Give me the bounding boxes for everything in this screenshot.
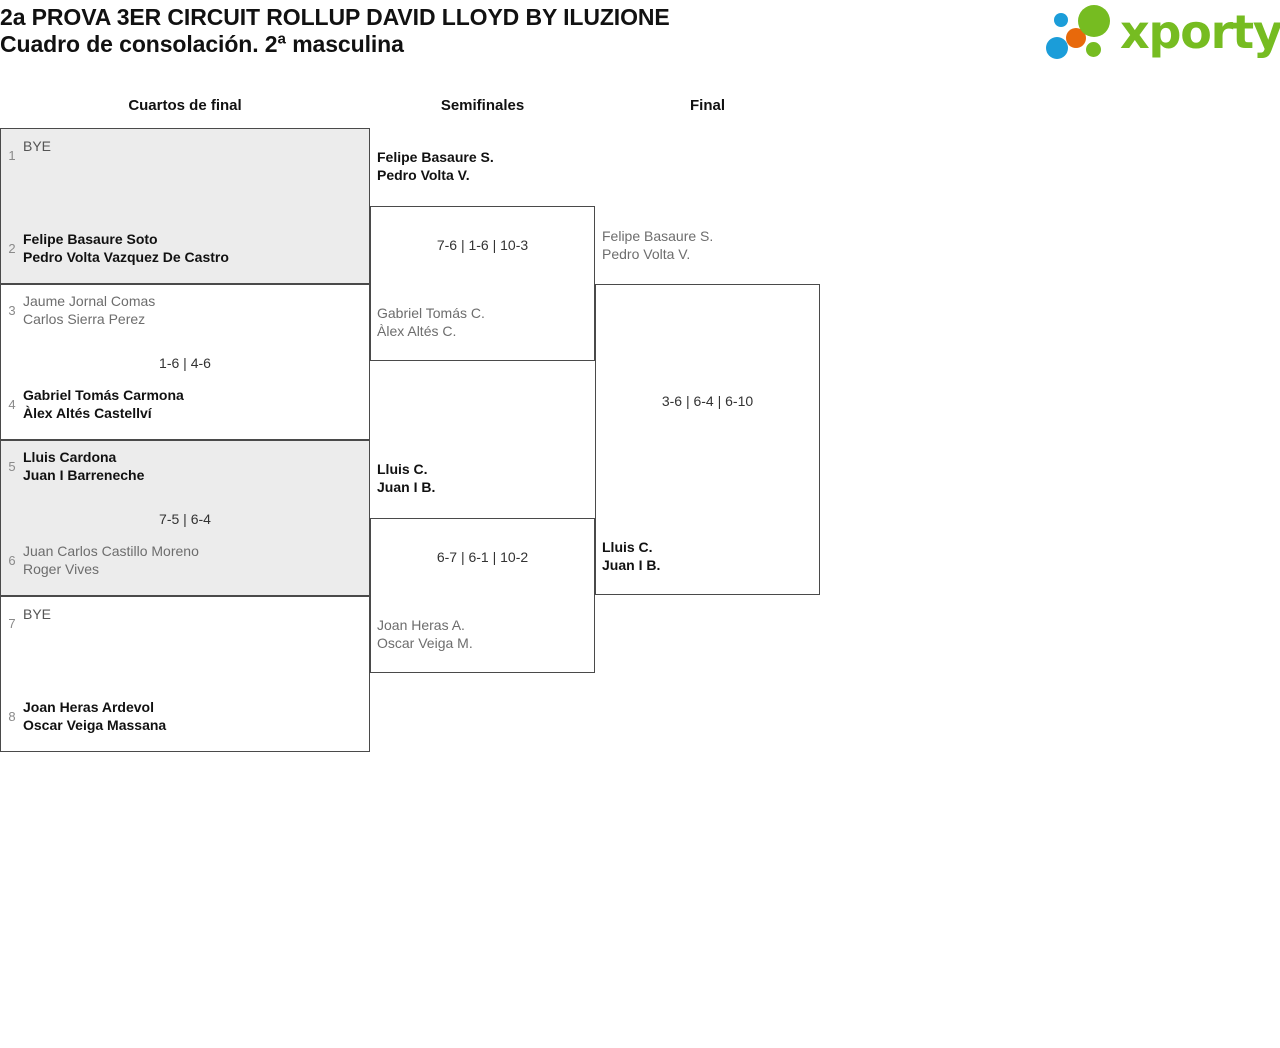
logo-dot-green-small xyxy=(1086,42,1101,57)
team-names: Lluis Cardona Juan I Barreneche xyxy=(23,448,144,484)
round-header-quarterfinals: Cuartos de final xyxy=(128,97,242,114)
team-player-1: Jaume Jornal Comas xyxy=(23,293,156,309)
team-names: Gabriel Tomás Carmona Àlex Altés Castell… xyxy=(23,386,184,422)
team-player-2: Pedro Volta Vazquez De Castro xyxy=(23,249,229,265)
logo-dot-orange xyxy=(1066,28,1086,48)
match-score: 7-5 | 6-4 xyxy=(159,511,211,527)
team-player-2: Oscar Veiga Massana xyxy=(23,717,167,733)
team-slot-seed-3[interactable]: 3 Jaume Jornal Comas Carlos Sierra Perez xyxy=(1,292,155,328)
team-slot-seed-6[interactable]: 6 Juan Carlos Castillo Moreno Roger Vive… xyxy=(1,542,199,578)
team-r2-2-bottom: Joan Heras A. Oscar Veiga M. xyxy=(377,616,473,652)
team-slot-seed-2[interactable]: 2 Felipe Basaure Soto Pedro Volta Vazque… xyxy=(1,230,229,266)
page-title: 2a PROVA 3ER CIRCUIT ROLLUP DAVID LLOYD … xyxy=(0,4,1000,58)
seed-number: 2 xyxy=(8,241,16,256)
match-score-r2-2: 6-7 | 6-1 | 10-2 xyxy=(436,549,529,565)
logo-dot-green-large xyxy=(1078,5,1110,37)
logo-dots-icon xyxy=(1046,4,1122,60)
team-player-2: Juan I B. xyxy=(377,479,436,495)
team-r2-1-top: Felipe Basaure S. Pedro Volta V. xyxy=(377,148,494,184)
seed-number: 3 xyxy=(8,303,16,318)
team-player-2: Oscar Veiga M. xyxy=(377,635,473,651)
bracket-subtitle: Cuadro de consolación. 2ª masculina xyxy=(0,31,404,57)
match-score-r3-1: 3-6 | 6-4 | 6-10 xyxy=(661,393,754,409)
team-r2-2-top: Lluis C. Juan I B. xyxy=(377,460,435,496)
team-slot-seed-7[interactable]: 7 BYE xyxy=(1,605,51,633)
seed-number: 1 xyxy=(8,148,16,163)
team-player-1: Felipe Basaure S. xyxy=(602,228,714,244)
logo-dot-blue-small xyxy=(1054,13,1068,27)
match-r1-1[interactable]: 1 BYE 2 Felipe Basaure Soto Pedro Volta … xyxy=(0,128,370,284)
match-r3-1[interactable] xyxy=(595,284,820,595)
team-player-1: Lluis C. xyxy=(602,539,653,555)
match-score: 1-6 | 4-6 xyxy=(159,355,211,371)
round-header-final: Final xyxy=(689,97,725,114)
team-player-1: BYE xyxy=(23,606,52,622)
team-player-1: Lluis Cardona xyxy=(23,449,117,465)
tournament-name: 2a PROVA 3ER CIRCUIT ROLLUP DAVID LLOYD … xyxy=(0,4,670,30)
team-names: BYE xyxy=(23,137,51,155)
team-player-2: Pedro Volta V. xyxy=(377,167,470,183)
team-player-1: Joan Heras Ardevol xyxy=(23,699,154,715)
team-names: BYE xyxy=(23,605,51,623)
team-player-2: Juan I B. xyxy=(602,557,661,573)
seed-number: 7 xyxy=(8,616,16,631)
team-r3-1-bottom: Lluis C. Juan I B. xyxy=(602,538,660,574)
xporty-logo[interactable]: xporty xyxy=(1046,4,1280,60)
round-header-semifinals: Semifinales xyxy=(440,97,525,114)
seed-number: 6 xyxy=(8,553,16,568)
team-player-1: BYE xyxy=(23,138,52,154)
match-r1-4[interactable]: 7 BYE 8 Joan Heras Ardevol Oscar Veiga M… xyxy=(0,596,370,752)
team-player-1: Joan Heras A. xyxy=(377,617,465,633)
team-slot-seed-4[interactable]: 4 Gabriel Tomás Carmona Àlex Altés Caste… xyxy=(1,386,184,422)
team-player-2: Carlos Sierra Perez xyxy=(23,311,146,327)
team-r2-1-bottom: Gabriel Tomás C. Àlex Altés C. xyxy=(377,304,485,340)
logo-dot-blue-large xyxy=(1046,37,1068,59)
team-player-1: Gabriel Tomás C. xyxy=(377,305,485,321)
team-player-2: Juan I Barreneche xyxy=(23,467,145,483)
team-r3-1-top: Felipe Basaure S. Pedro Volta V. xyxy=(602,227,713,263)
team-player-2: Àlex Altés Castellví xyxy=(23,405,152,421)
team-player-1: Felipe Basaure Soto xyxy=(23,231,158,247)
team-player-1: Juan Carlos Castillo Moreno xyxy=(23,543,199,559)
match-r2-1[interactable] xyxy=(370,206,595,361)
logo-wordmark: xporty xyxy=(1120,5,1280,59)
seed-number: 8 xyxy=(8,709,16,724)
team-player-2: Roger Vives xyxy=(23,561,100,577)
team-names: Jaume Jornal Comas Carlos Sierra Perez xyxy=(23,292,155,328)
team-player-2: Àlex Altés C. xyxy=(377,323,457,339)
team-slot-seed-8[interactable]: 8 Joan Heras Ardevol Oscar Veiga Massana xyxy=(1,698,166,734)
team-player-1: Gabriel Tomás Carmona xyxy=(23,387,184,403)
seed-number: 5 xyxy=(8,459,16,474)
match-r1-3[interactable]: 5 Lluis Cardona Juan I Barreneche 7-5 | … xyxy=(0,440,370,596)
team-slot-seed-5[interactable]: 5 Lluis Cardona Juan I Barreneche xyxy=(1,448,144,484)
team-slot-seed-1[interactable]: 1 BYE xyxy=(1,137,51,165)
team-player-1: Felipe Basaure S. xyxy=(377,149,494,165)
match-score-r2-1: 7-6 | 1-6 | 10-3 xyxy=(436,237,529,253)
seed-number: 4 xyxy=(8,397,16,412)
match-r2-2[interactable] xyxy=(370,518,595,673)
team-player-2: Pedro Volta V. xyxy=(602,246,691,262)
page-header: 2a PROVA 3ER CIRCUIT ROLLUP DAVID LLOYD … xyxy=(0,0,1280,78)
team-player-1: Lluis C. xyxy=(377,461,428,477)
team-names: Joan Heras Ardevol Oscar Veiga Massana xyxy=(23,698,166,734)
team-names: Juan Carlos Castillo Moreno Roger Vives xyxy=(23,542,199,578)
match-r1-2[interactable]: 3 Jaume Jornal Comas Carlos Sierra Perez… xyxy=(0,284,370,440)
team-names: Felipe Basaure Soto Pedro Volta Vazquez … xyxy=(23,230,229,266)
